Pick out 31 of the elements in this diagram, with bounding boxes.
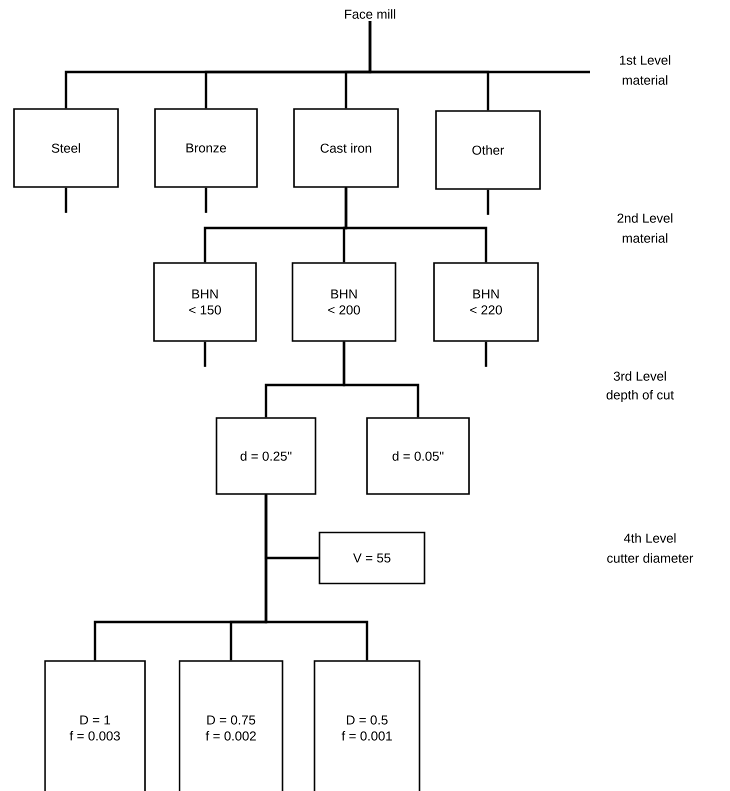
level-label: 4th Level <box>624 533 676 543</box>
node-label: Face mill <box>345 9 396 19</box>
process-box: D = 0.5 f = 0.001 <box>314 660 420 791</box>
level-label: cutter diameter <box>607 553 694 563</box>
connector-line <box>204 188 208 213</box>
level-label: 2nd Level <box>617 213 672 223</box>
process-box: BHN < 150 <box>153 262 257 342</box>
process-box: D = 0.75 f = 0.002 <box>178 660 284 791</box>
process-box: BHN < 220 <box>433 262 539 342</box>
level-label: material <box>622 75 668 85</box>
level-label: 1st Level <box>620 55 670 65</box>
process-box: BHN < 200 <box>292 262 396 342</box>
process-box: V = 55 <box>318 532 426 584</box>
connector-line <box>204 342 206 367</box>
connector-line <box>344 188 488 262</box>
connector-line <box>486 190 490 215</box>
process-box: D = 1 f = 0.003 <box>44 660 146 791</box>
process-box: Cast iron <box>293 108 399 188</box>
level-label: depth of cut <box>606 390 674 402</box>
process-box: d = 0.05" <box>366 417 470 495</box>
connector-line <box>342 342 420 418</box>
connector-line <box>368 20 490 110</box>
process-box: d = 0.25" <box>216 417 316 495</box>
connector-line <box>264 494 368 660</box>
connector-line <box>64 188 68 213</box>
process-box: Steel <box>13 108 119 188</box>
level-label: 3rd Level <box>614 371 666 381</box>
process-box: Bronze <box>154 108 258 188</box>
level-label: material <box>622 233 668 243</box>
connector-line <box>484 342 488 367</box>
process-box: Other <box>435 110 541 190</box>
